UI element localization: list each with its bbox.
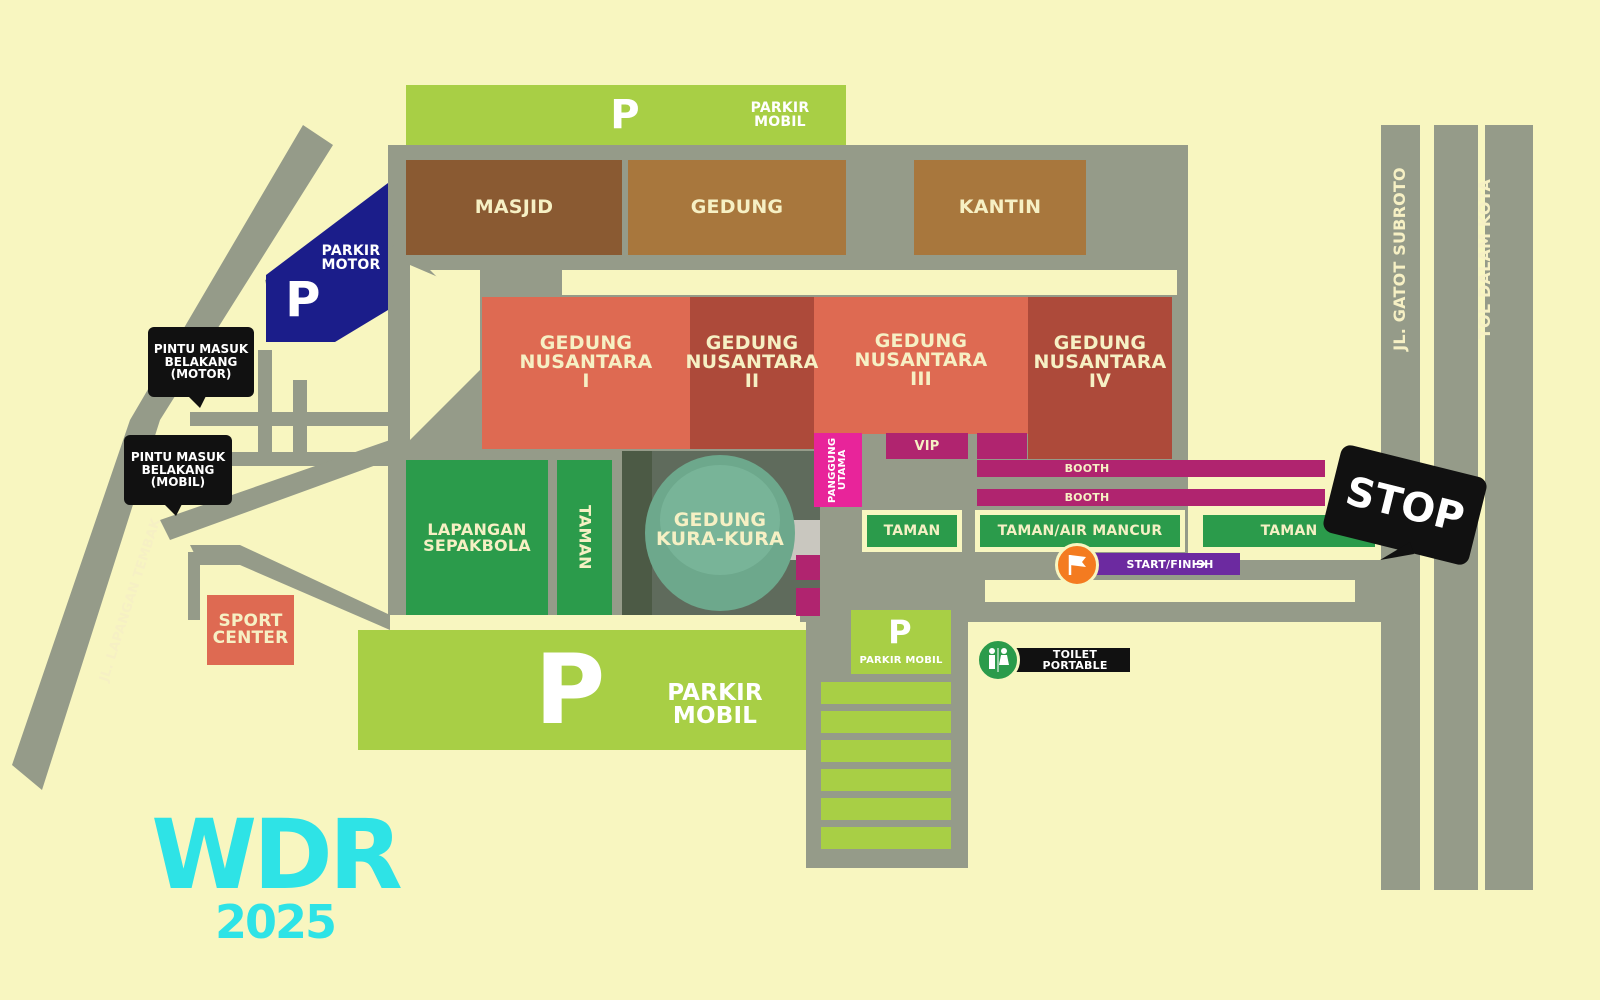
nusantara-1-building — [482, 297, 690, 449]
wdr-logo-year: 2025 — [214, 895, 337, 949]
nusantara-4-building — [1028, 297, 1172, 459]
panggung-stage — [814, 433, 862, 507]
parkir-kecil-lot — [851, 610, 951, 674]
lapangan-label: LAPANGAN SEPAKBOLA — [423, 519, 531, 555]
parkir-bawah-label: PARKIR MOBIL — [667, 680, 763, 729]
tol-road-top — [1485, 125, 1533, 380]
parking-stripes — [821, 682, 951, 849]
jl-lapangan-tembak-road — [12, 125, 333, 790]
west-road-stub — [188, 552, 200, 620]
taman-1-area — [867, 515, 957, 547]
nusantara-2-building — [690, 297, 814, 449]
taman-vertikal-area — [557, 460, 612, 615]
taman-vertikal-label: TAMAN — [575, 505, 595, 570]
kantin-label: KANTIN — [958, 196, 1042, 218]
toilet-label-bar — [998, 648, 1130, 672]
west-road-v1 — [258, 350, 272, 460]
booth-2-zone — [977, 489, 1325, 506]
sport-center-label: SPORT CENTER — [212, 611, 289, 648]
taman-2-label: TAMAN — [1260, 523, 1318, 539]
inner-void-top — [562, 270, 1177, 295]
kantin-building — [914, 160, 1086, 255]
vip-label: VIP — [914, 438, 940, 454]
toilet-marker[interactable]: TOILET PORTABLE — [976, 638, 1156, 682]
gedung-building — [628, 160, 846, 255]
parkir-bawah-p: P — [534, 634, 606, 746]
west-road-lower — [190, 545, 390, 630]
kura-kura-paving — [790, 520, 820, 560]
kura-kura-side-block-1 — [796, 555, 820, 580]
booth-2-label: BOOTH — [1064, 491, 1110, 504]
toilet-label: TOILET PORTABLE — [1042, 648, 1108, 672]
west-road-v2 — [293, 380, 307, 460]
wdr-logo-text: WDR — [151, 799, 403, 911]
flag-icon — [1055, 543, 1099, 587]
west-road-h1 — [190, 412, 390, 426]
parkir-kecil-label: PARKIR MOBIL — [859, 655, 943, 666]
jl-gatot-subroto-label: JL. GATOT SUBROTO — [1390, 167, 1409, 351]
parkir-motor-lot — [266, 183, 388, 342]
parkir-mobil-atas — [406, 85, 846, 145]
kura-kura-side-block-2 — [796, 588, 820, 616]
toilet-icon — [976, 638, 1020, 682]
nusantara-3-label: GEDUNG NUSANTARA III — [854, 330, 988, 390]
vip-zone — [886, 433, 968, 459]
taman-1-label: TAMAN — [883, 523, 941, 539]
stop-pointer — [1380, 542, 1414, 560]
start-finish-marker[interactable]: START/FINISH — [1055, 543, 1240, 587]
parkir-atas-label: PARKIR MOBIL — [750, 100, 810, 130]
start-finish-bar — [1075, 553, 1240, 575]
nusantara-1-label: GEDUNG NUSANTARA I — [519, 331, 653, 392]
booth-1-label: BOOTH — [1064, 462, 1110, 475]
wdr-logo: WDR 2025 — [151, 799, 403, 955]
taman-air-label: TAMAN/AIR MANCUR — [997, 523, 1163, 539]
inner-void-left — [430, 270, 480, 295]
sport-center-building — [207, 595, 294, 665]
kura-kura-dome-shine — [660, 465, 780, 575]
taman-air-area — [980, 515, 1180, 547]
gate-mobil-sign: PINTU MASUK BELAKANG (MOBIL) — [124, 435, 232, 516]
lapangan-area — [406, 460, 548, 615]
start-finish-label: START/FINISH — [1126, 557, 1214, 571]
nusantara-2-label: GEDUNG NUSANTARA II — [685, 331, 819, 392]
left-plaza-void — [410, 265, 480, 440]
gate-motor-sign: PINTU MASUK BELAKANG (MOTOR) — [148, 327, 254, 408]
tol-road-lane-2 — [1485, 375, 1533, 890]
vip-extension — [977, 433, 1027, 459]
booth-1-zone — [977, 460, 1325, 477]
parkir-motor-p: P — [285, 272, 321, 328]
tol-dalam-kota-label: TOL DALAM KOTA — [1475, 178, 1494, 340]
parkir-mobil-bawah — [358, 630, 806, 750]
route-arrow-icon: ➔ — [1193, 554, 1207, 573]
parkir-atas-p: P — [610, 92, 640, 138]
masjid-building — [406, 160, 622, 255]
west-road-diag — [160, 440, 390, 540]
tol-divider — [1478, 385, 1485, 890]
parkir-motor-label: PARKIR MOTOR — [321, 243, 381, 273]
parkir-kecil-p: P — [888, 613, 912, 651]
panggung-label: PANGGUNG UTAMA — [827, 437, 848, 503]
kura-kura-label: GEDUNG KURA-KURA — [656, 509, 784, 550]
masjid-label: MASJID — [474, 196, 554, 218]
nusantara-4-label: GEDUNG NUSANTARA IV — [1033, 331, 1167, 392]
nusantara-3-building — [814, 297, 1028, 434]
gedung-label: GEDUNG — [690, 196, 784, 218]
